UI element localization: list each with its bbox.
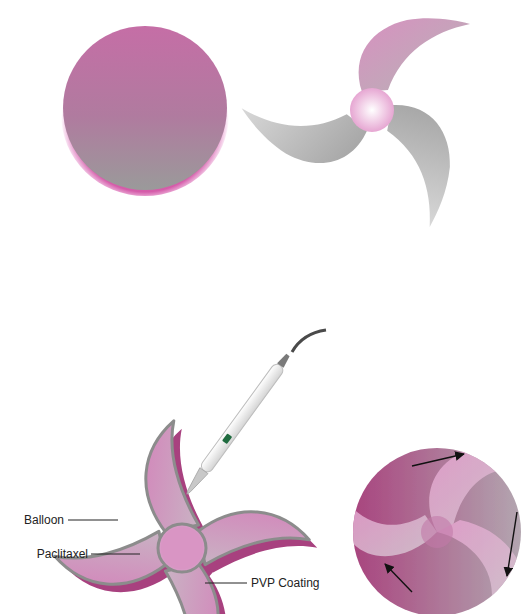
expanded-balloon [345, 447, 524, 614]
applicator-pen [182, 330, 326, 498]
part-label: Balloon [24, 513, 64, 527]
balloon-circle [61, 26, 229, 196]
leader-lines [68, 520, 247, 583]
part-label: Paclitaxel [37, 547, 88, 561]
folded-balloon [238, 18, 470, 228]
part-label: PVP Coating [251, 576, 320, 590]
